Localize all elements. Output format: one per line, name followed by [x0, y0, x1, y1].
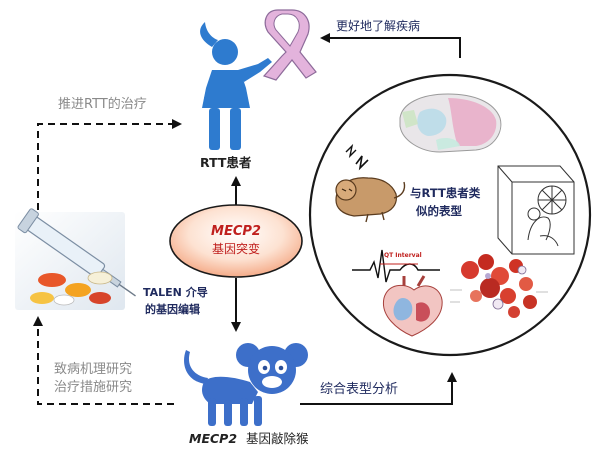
arrow-monkey-to-circle	[300, 372, 457, 405]
mutation-ellipse	[169, 204, 303, 278]
label-better-understand: 更好地了解疾病	[336, 19, 421, 33]
label-knockout-gene: MECP2	[189, 431, 238, 446]
label-advance-treatment: 推进RTT的治疗	[58, 97, 147, 112]
label-similar-line2: 似的表型	[416, 204, 462, 218]
sleeping-monkey-icon	[335, 143, 406, 223]
label-gene-mutation: 基因突变	[211, 242, 260, 256]
syringe-pills-icon	[15, 208, 136, 310]
dashed-arrow-to-medicine	[33, 316, 174, 405]
blood-cells-icon	[450, 254, 548, 318]
dashed-arrow-to-patient	[37, 119, 182, 210]
label-mecp2-center: MECP2	[211, 224, 261, 239]
label-talen-line2: 的基因编辑	[145, 303, 200, 316]
label-research-line2: 治疗措施研究	[54, 380, 133, 395]
woman-figure-icon	[200, 22, 272, 150]
label-rtt-patient: RTT患者	[200, 155, 252, 170]
heart-icon	[382, 275, 443, 337]
brain-icon	[399, 93, 502, 153]
arrow-circle-to-patient	[320, 33, 461, 58]
monkey-silhouette-icon	[184, 343, 308, 426]
awareness-ribbon-icon	[262, 9, 317, 81]
label-knockout-monkey: 基因敲除猴	[246, 431, 309, 446]
cage-monkey-icon	[497, 165, 575, 255]
label-phenotype-analysis: 综合表型分析	[320, 382, 399, 397]
ecg-trace-icon	[352, 249, 440, 283]
label-research-line1: 致病机理研究	[54, 362, 133, 377]
label-qt-interval: QT Interval	[384, 252, 422, 259]
label-talen-line1: TALEN 介导	[143, 286, 208, 299]
label-similar-line1: 与RTT患者类	[410, 186, 481, 200]
